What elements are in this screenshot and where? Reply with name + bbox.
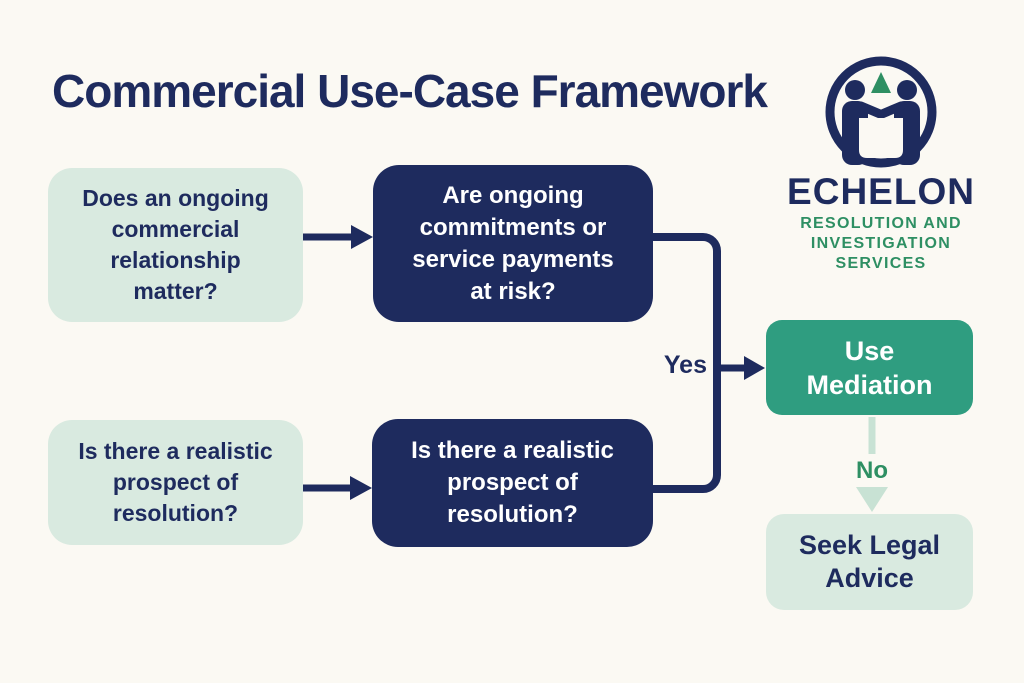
question-box-prospect-resolution: Is there a realistic prospect of resolut… bbox=[48, 420, 303, 545]
edge-label-no: No bbox=[856, 457, 888, 484]
question-box-prospect-resolution-check: Is there a realistic prospect of resolut… bbox=[372, 419, 653, 547]
outcome-box-seek-legal-advice: Seek Legal Advice bbox=[766, 514, 973, 610]
logo-tagline-line: INVESTIGATION bbox=[810, 235, 952, 252]
logo-tagline: RESOLUTION AND INVESTIGATION SERVICES bbox=[773, 214, 989, 274]
logo-tagline-line: RESOLUTION AND bbox=[800, 215, 962, 232]
logo-tagline-line: SERVICES bbox=[835, 255, 927, 272]
outcome-box-use-mediation: Use Mediation bbox=[766, 320, 973, 415]
question-box-commitments-at-risk: Are ongoing commitments or service payme… bbox=[373, 165, 653, 322]
logo-name: ECHELON bbox=[787, 171, 975, 212]
edge-label-yes: Yes bbox=[663, 351, 707, 379]
page-title: Commercial Use-Case Framework bbox=[52, 65, 768, 117]
question-box-commercial-relationship: Does an ongoing commercial relationship … bbox=[48, 168, 303, 322]
handshake-mediation-icon bbox=[825, 56, 937, 168]
echelon-logo: ECHELON RESOLUTION AND INVESTIGATION SER… bbox=[773, 54, 989, 274]
